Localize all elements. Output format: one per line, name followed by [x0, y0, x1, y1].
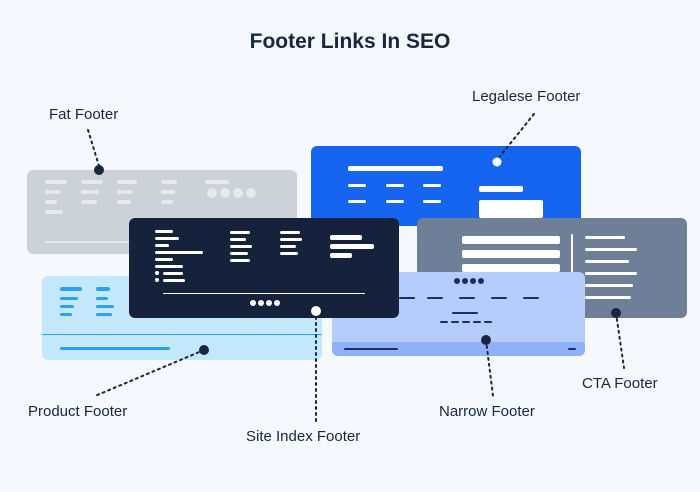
- narrow-footer-leader: [485, 339, 494, 397]
- fat-footer-anchor: [94, 165, 104, 175]
- narrow-footer-anchor: [481, 335, 491, 345]
- label-cta-footer: CTA Footer: [582, 375, 658, 392]
- legalese-footer-leader: [496, 113, 535, 161]
- site-index-footer-anchor: [311, 306, 321, 316]
- label-legalese-footer: Legalese Footer: [472, 88, 581, 105]
- legalese-footer-card: [311, 146, 581, 226]
- cta-footer-anchor: [611, 308, 621, 318]
- cta-footer-leader: [615, 312, 625, 369]
- label-narrow-footer: Narrow Footer: [439, 403, 535, 420]
- label-fat-footer: Fat Footer: [49, 106, 119, 123]
- fat-footer-leader: [87, 129, 100, 167]
- label-product-footer: Product Footer: [28, 403, 128, 420]
- diagram-title: Footer Links In SEO: [249, 30, 451, 53]
- product-footer-anchor: [199, 345, 209, 355]
- site-index-footer-card: [129, 218, 399, 318]
- legalese-footer-anchor: [491, 156, 503, 168]
- product-footer-leader: [94, 349, 205, 397]
- label-site-index-footer: Site Index Footer: [246, 428, 361, 445]
